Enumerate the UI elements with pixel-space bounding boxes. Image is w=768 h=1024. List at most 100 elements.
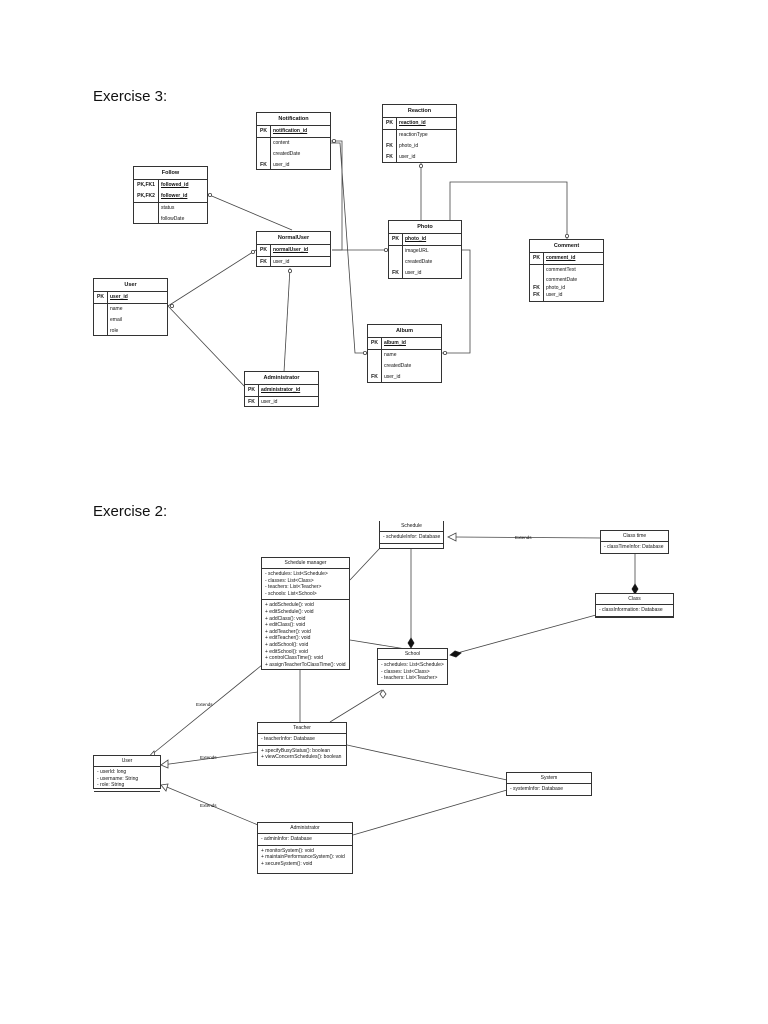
entity-attribute-row: content	[257, 138, 330, 149]
class-teacher[interactable]: Teacher - teacherInfor: Database + speci…	[257, 722, 347, 766]
class-classtime[interactable]: Class time - classTimeInfor: Database	[600, 530, 669, 554]
attribute-name: imageURL	[405, 248, 429, 254]
class-title: Administrator	[258, 823, 352, 834]
attribute-name: user_id	[399, 154, 416, 160]
follow-normaluser-line	[206, 193, 293, 231]
entity-attribute-row: createdDate	[257, 149, 330, 160]
class-section: - scheduleInfor: Database	[380, 532, 443, 544]
class-member: + viewConcernSchedules(): boolean	[261, 754, 342, 761]
class-member: + editClass(): void	[265, 622, 306, 629]
classtime-schedule-extends-line	[455, 536, 602, 539]
class-user[interactable]: User - userId: long - username: String -…	[93, 755, 161, 792]
attribute-name: user_id	[405, 270, 422, 276]
exercise3-heading: Exercise 3:	[93, 88, 168, 105]
class-title: Class	[596, 594, 673, 605]
class-member: + editTeacher(): void	[265, 635, 311, 642]
attribute-name: followDate	[161, 216, 185, 222]
class-schedule[interactable]: Schedule - scheduleInfor: Database	[379, 521, 444, 549]
class-system[interactable]: System - systemInfor: Database	[506, 772, 592, 796]
column-divider	[270, 125, 271, 169]
attribute-key: PK,FK1	[137, 182, 155, 188]
entity-attribute-row: commentText	[530, 265, 603, 276]
class-member: - role: String	[97, 782, 125, 789]
teacher-user-extends-line	[161, 751, 259, 766]
entity-attribute-row: commentDate	[530, 276, 603, 285]
class-member: - username: String	[97, 775, 139, 782]
class-title: Teacher	[258, 723, 346, 734]
class-school-line	[449, 614, 597, 656]
entity-title: Comment	[530, 240, 603, 253]
column-divider	[158, 179, 159, 223]
class-member: + monitorSystem(): void	[261, 847, 314, 854]
class-member: - teacherInfor: Database	[261, 736, 315, 742]
class-member: + addTeacher(): void	[265, 628, 311, 635]
administrator-user-extends-line	[161, 784, 259, 826]
class-administrator[interactable]: Administrator - adminInfor: Database + m…	[257, 822, 353, 874]
class-school[interactable]: School - schedules: List<Schedule> - cla…	[377, 648, 448, 685]
photo-comment-line	[449, 181, 568, 240]
class-class[interactable]: Class - classInformation: Database	[595, 593, 674, 618]
class-section: - teacherInfor: Database	[258, 734, 346, 746]
attribute-name: notification_id	[273, 128, 308, 134]
class-member: + controlClassTime(): void	[265, 655, 324, 662]
attribute-key: FK	[260, 162, 267, 168]
class-member: + secureSystem(): void	[261, 860, 313, 867]
attribute-name: reaction_id	[399, 120, 426, 126]
attribute-name: album_id	[384, 340, 406, 346]
entity-attribute-row: email	[94, 315, 167, 326]
class-section	[601, 554, 668, 560]
attribute-name: user_id	[384, 374, 401, 380]
attribute-name: commentDate	[546, 277, 578, 283]
class-section	[596, 617, 673, 623]
entity-title: Follow	[134, 167, 207, 180]
column-divider	[381, 337, 382, 382]
attribute-name: name	[384, 352, 397, 358]
attribute-key: PK	[260, 128, 267, 134]
class-member: + editSchedule(): void	[265, 608, 314, 615]
class-member: + assignTeacherToClassTime(): void	[265, 661, 346, 668]
attribute-name: createdDate	[405, 259, 433, 265]
entity-attribute-row: FK user_id	[257, 160, 330, 171]
class-schedulemanager[interactable]: Schedule manager - schedules: List<Sched…	[261, 557, 350, 670]
column-divider	[258, 384, 259, 406]
attribute-name: user_id	[546, 292, 563, 298]
extends-label: Extends	[200, 803, 217, 808]
class-title: System	[507, 773, 591, 784]
class-section: + specifyBusyStatus(): boolean + viewCon…	[258, 746, 346, 763]
attribute-key: PK	[260, 247, 267, 253]
entity-title: Album	[368, 325, 441, 338]
class-member: + addClass(): void	[265, 615, 306, 622]
class-section: + monitorSystem(): void + maintainPerfor…	[258, 846, 352, 870]
attribute-name: user_id	[110, 294, 128, 300]
class-section	[378, 685, 447, 690]
class-member: - systemInfor: Database	[510, 786, 564, 792]
attribute-name: user_id	[273, 162, 290, 168]
attribute-key: PK,FK2	[137, 193, 155, 199]
user-administrator-line	[167, 305, 247, 389]
class-title: User	[94, 756, 160, 767]
column-divider	[107, 291, 108, 335]
class-section	[380, 544, 443, 551]
class-member: + addSchedule(): void	[265, 602, 314, 609]
teacher-system-line	[346, 744, 508, 781]
attribute-name: name	[110, 306, 123, 312]
attribute-name: normalUser_id	[273, 247, 309, 253]
administrator-normaluser-line	[283, 267, 291, 373]
entity-attribute-row: createdDate	[389, 257, 461, 268]
class-section: - classInformation: Database	[596, 605, 673, 617]
